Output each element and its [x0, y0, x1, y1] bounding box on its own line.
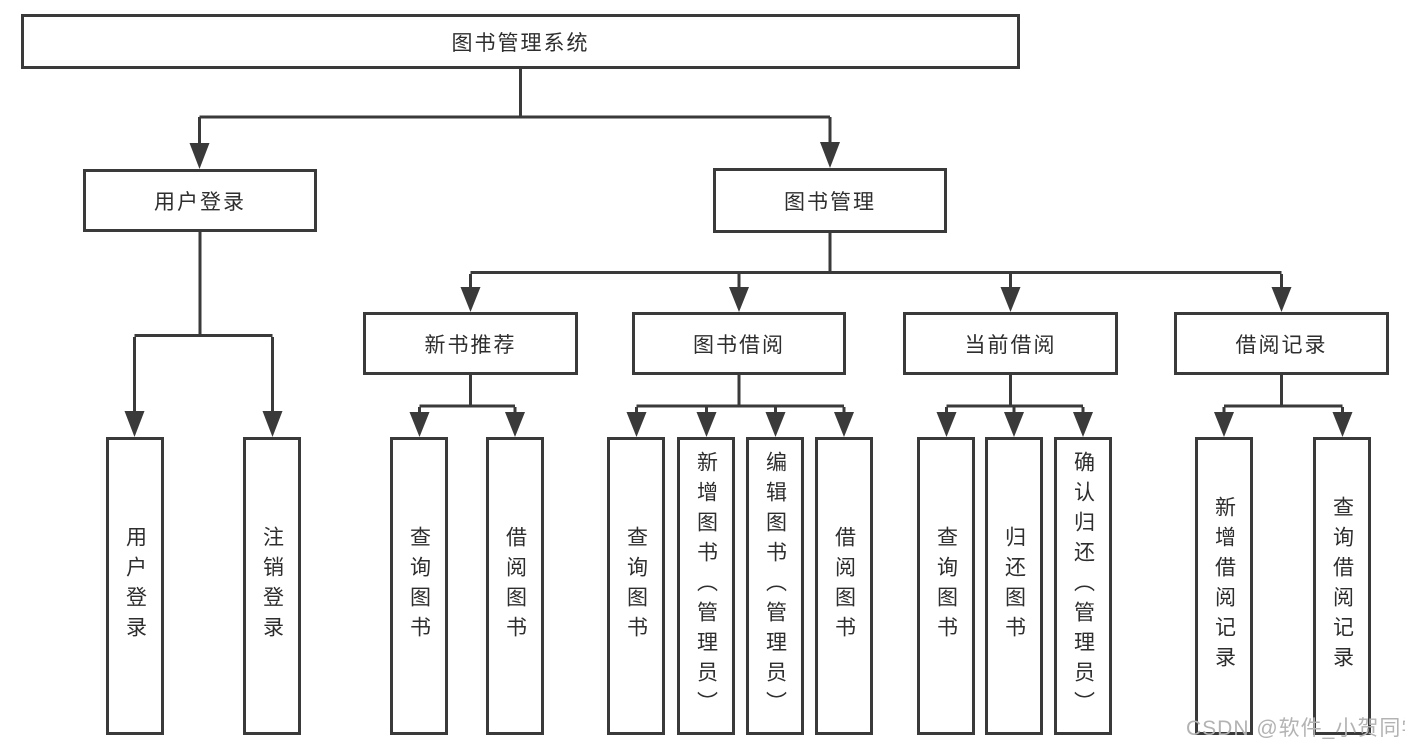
node-label: 当前借阅 [964, 333, 1057, 357]
leaf-user-login: 用户登录 [106, 437, 164, 735]
csdn-watermark: CSDN @软件_小贺同学 [1186, 717, 1405, 740]
leaf-return-books: 归还图书 [985, 437, 1043, 735]
leaf-label: 用户登录 [123, 526, 147, 646]
leaf-edit-book-admin: 编辑图书（管理员） [746, 437, 804, 735]
node-book-management: 图书管理 [713, 168, 947, 233]
node-current-borrowing: 当前借阅 [903, 312, 1118, 375]
node-label: 图书管理 [784, 190, 876, 214]
node-library-management-system: 图书管理系统 [21, 14, 1020, 69]
leaf-label: 借阅图书 [832, 526, 856, 646]
leaf-borrow-books-1: 借阅图书 [486, 437, 544, 735]
leaf-query-books-3: 查询图书 [917, 437, 975, 735]
leaf-label: 确认归还（管理员） [1071, 451, 1095, 721]
leaf-query-books-2: 查询图书 [607, 437, 665, 735]
node-label: 用户登录 [154, 190, 246, 214]
leaf-add-book-admin: 新增图书（管理员） [677, 437, 735, 735]
node-new-book-recommendation: 新书推荐 [363, 312, 578, 375]
node-label: 借阅记录 [1235, 333, 1328, 357]
leaf-label: 编辑图书（管理员） [763, 451, 787, 721]
leaf-label: 归还图书 [1002, 526, 1026, 646]
leaf-label: 查询图书 [407, 526, 431, 646]
leaf-label: 借阅图书 [503, 526, 527, 646]
leaf-borrow-books-2: 借阅图书 [815, 437, 873, 735]
leaf-logout: 注销登录 [243, 437, 301, 735]
leaf-query-borrow-record: 查询借阅记录 [1313, 437, 1371, 735]
node-book-borrowing: 图书借阅 [632, 312, 846, 375]
node-label: 图书管理系统 [451, 31, 590, 55]
leaf-query-books-1: 查询图书 [390, 437, 448, 735]
node-label: 图书借阅 [693, 333, 785, 357]
node-label: 新书推荐 [424, 333, 517, 357]
leaf-label: 查询图书 [934, 526, 958, 646]
leaf-label: 注销登录 [260, 526, 284, 646]
leaf-label: 新增图书（管理员） [694, 451, 718, 721]
leaf-confirm-return-admin: 确认归还（管理员） [1054, 437, 1112, 735]
leaf-label: 查询借阅记录 [1330, 496, 1354, 676]
leaf-add-borrow-record: 新增借阅记录 [1195, 437, 1253, 735]
leaf-label: 查询图书 [624, 526, 648, 646]
node-user-login: 用户登录 [83, 169, 317, 232]
node-borrowing-records: 借阅记录 [1174, 312, 1389, 375]
leaf-label: 新增借阅记录 [1212, 496, 1236, 676]
